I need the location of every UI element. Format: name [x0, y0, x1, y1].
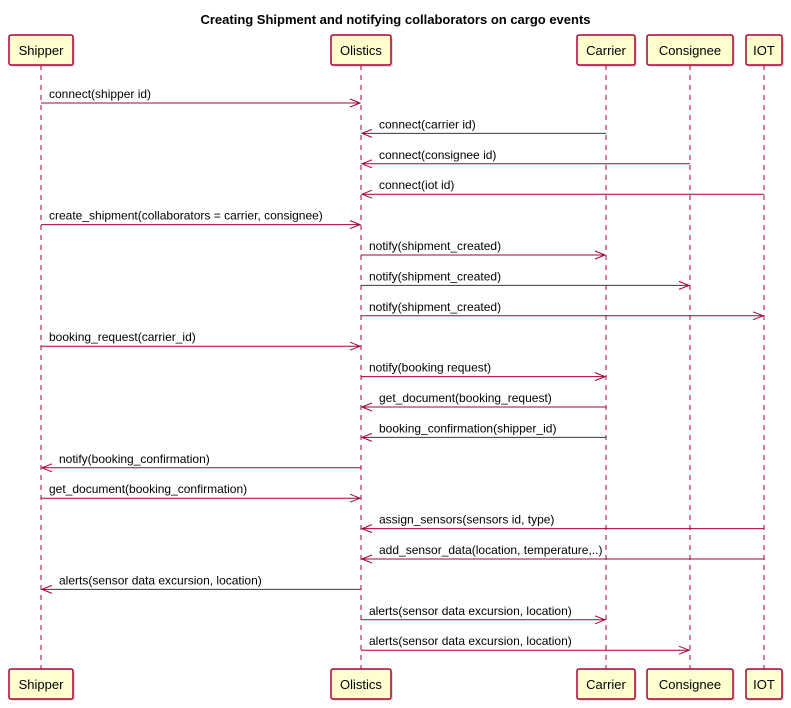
- participant-label: Carrier: [586, 677, 626, 692]
- arrow-head-icon: [349, 220, 362, 230]
- arrow-head-icon: [360, 189, 373, 199]
- message: connect(iot id): [360, 178, 764, 199]
- arrow-head-icon: [360, 128, 373, 138]
- message: notify(booking request): [361, 361, 607, 382]
- participant-box: [745, 668, 783, 700]
- message: notify(shipment_created): [361, 269, 691, 290]
- arrow-head-icon: [360, 432, 373, 442]
- participant-label: Shipper: [19, 43, 64, 58]
- message-label: notify(shipment_created): [369, 269, 501, 283]
- message-label: get_document(booking_confirmation): [49, 482, 247, 496]
- arrow-head-icon: [349, 341, 362, 351]
- message-label: create_shipment(collaborators = carrier,…: [49, 209, 323, 223]
- message: notify(booking_confirmation): [40, 452, 361, 473]
- arrow-head-icon: [594, 372, 607, 382]
- message: add_sensor_data(location, temperature,..…: [360, 543, 764, 564]
- participants-top: Shipper Olistics Carrier Consignee IOT: [8, 34, 784, 67]
- message: get_document(booking_confirmation): [41, 482, 362, 503]
- arrow-head-icon: [40, 584, 53, 594]
- lifelines: [40, 65, 765, 669]
- participant-carrier-bottom: Carrier: [576, 668, 637, 701]
- arrow-head-icon: [678, 645, 691, 655]
- message-label: booking_request(carrier_id): [49, 330, 196, 344]
- participant-olistics-bottom: Olistics: [330, 668, 393, 701]
- arrow-head-icon: [349, 493, 362, 503]
- message: assign_sensors(sensors id, type): [360, 513, 764, 534]
- participant-label: Consignee: [659, 677, 721, 692]
- participant-consignee-top: Consignee: [646, 34, 735, 67]
- message: notify(shipment_created): [361, 300, 765, 321]
- message-label: alerts(sensor data excursion, location): [369, 634, 572, 648]
- message-label: booking_confirmation(shipper_id): [379, 421, 556, 435]
- message: booking_request(carrier_id): [41, 330, 362, 351]
- message-label: notify(shipment_created): [369, 239, 501, 253]
- message-label: alerts(sensor data excursion, location): [369, 604, 572, 618]
- participant-label: Consignee: [659, 43, 721, 58]
- message: get_document(booking_request): [360, 391, 606, 412]
- message: connect(shipper id): [41, 87, 362, 108]
- participant-consignee-bottom: Consignee: [646, 668, 735, 701]
- message-label: notify(booking request): [369, 361, 491, 375]
- participant-shipper-top: Shipper: [8, 34, 75, 67]
- message-label: assign_sensors(sensors id, type): [379, 513, 554, 527]
- participant-box: [576, 34, 636, 66]
- message: create_shipment(collaborators = carrier,…: [41, 209, 362, 230]
- message-label: add_sensor_data(location, temperature,..…: [379, 543, 602, 557]
- participant-label: Olistics: [340, 43, 382, 58]
- arrow-head-icon: [360, 402, 373, 412]
- participant-box: [646, 34, 734, 66]
- arrow-head-icon: [594, 615, 607, 625]
- participant-box: [330, 668, 392, 700]
- message-label: connect(consignee id): [379, 148, 496, 162]
- arrow-head-icon: [360, 524, 373, 534]
- participant-olistics-top: Olistics: [330, 34, 393, 67]
- message-label: connect(iot id): [379, 178, 454, 192]
- participant-shipper-bottom: Shipper: [8, 668, 75, 701]
- message: notify(shipment_created): [361, 239, 607, 260]
- participant-label: IOT: [753, 677, 775, 692]
- participant-box: [576, 668, 636, 700]
- messages: connect(shipper id) connect(carrier id) co…: [40, 87, 765, 655]
- message: booking_confirmation(shipper_id): [360, 421, 606, 442]
- arrow-head-icon: [349, 98, 362, 108]
- message-label: connect(shipper id): [49, 87, 151, 101]
- participant-box: [8, 34, 74, 66]
- message: alerts(sensor data excursion, location): [361, 634, 691, 655]
- participant-box: [8, 668, 74, 700]
- participant-iot-top: IOT: [745, 34, 784, 67]
- message-label: notify(shipment_created): [369, 300, 501, 314]
- participant-carrier-top: Carrier: [576, 34, 637, 67]
- participant-box: [646, 668, 734, 700]
- participant-label: Olistics: [340, 677, 382, 692]
- participant-label: Carrier: [586, 43, 626, 58]
- arrow-head-icon: [594, 250, 607, 260]
- arrow-head-icon: [40, 463, 53, 473]
- arrow-head-icon: [360, 554, 373, 564]
- message-label: connect(carrier id): [379, 117, 476, 131]
- arrow-head-icon: [752, 311, 765, 321]
- message: alerts(sensor data excursion, location): [361, 604, 607, 625]
- participants-bottom: Shipper Olistics Carrier Consignee IOT: [8, 668, 784, 701]
- message: connect(carrier id): [360, 117, 606, 138]
- arrow-head-icon: [678, 280, 691, 290]
- message-label: notify(booking_confirmation): [59, 452, 210, 466]
- participant-label: Shipper: [19, 677, 64, 692]
- message-label: get_document(booking_request): [379, 391, 552, 405]
- participant-box: [745, 34, 783, 66]
- diagram-title: Creating Shipment and notifying collabor…: [200, 12, 590, 27]
- message: connect(consignee id): [360, 148, 690, 169]
- arrow-head-icon: [360, 159, 373, 169]
- participant-label: IOT: [753, 43, 775, 58]
- participant-box: [330, 34, 392, 66]
- message: alerts(sensor data excursion, location): [40, 573, 361, 594]
- message-label: alerts(sensor data excursion, location): [59, 573, 262, 587]
- participant-iot-bottom: IOT: [745, 668, 784, 701]
